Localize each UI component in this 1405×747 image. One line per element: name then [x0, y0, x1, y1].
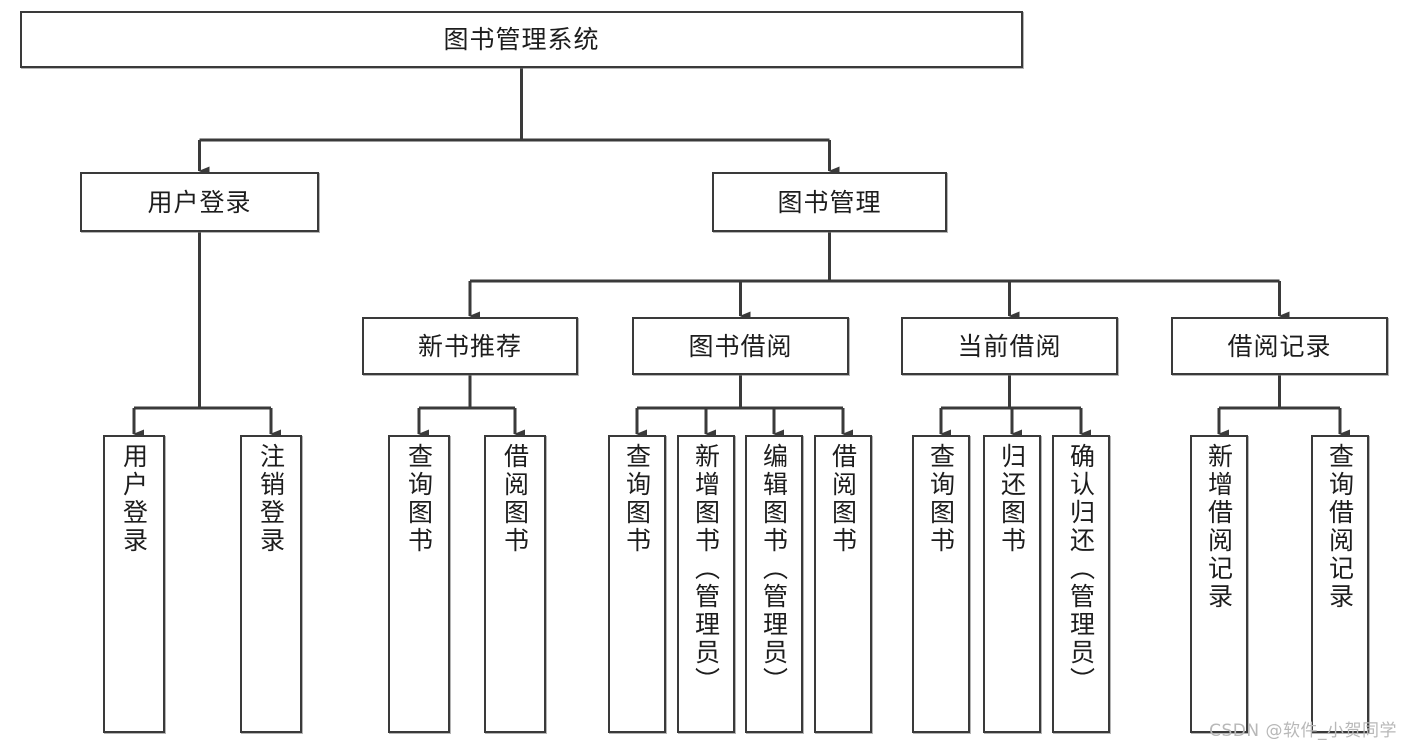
- node-leaf-user-login[interactable]: 用户登录: [103, 435, 165, 733]
- node-label: 查询借阅记录: [1325, 443, 1355, 611]
- node-leaf-confirm[interactable]: 确认归还（管理员）: [1052, 435, 1110, 733]
- node-label: 查询图书: [622, 443, 652, 555]
- node-label: 图书管理: [777, 187, 882, 217]
- node-leaf-query-rec[interactable]: 查询借阅记录: [1311, 435, 1369, 733]
- node-label: 归还图书: [997, 443, 1027, 555]
- node-leaf-add-rec[interactable]: 新增借阅记录: [1190, 435, 1248, 733]
- node-leaf-query-3[interactable]: 查询图书: [912, 435, 970, 733]
- node-leaf-query-2[interactable]: 查询图书: [608, 435, 666, 733]
- node-book-manage[interactable]: 图书管理: [712, 172, 947, 232]
- node-label: 新书推荐: [417, 331, 522, 361]
- csdn-watermark: CSDN @软件_小贺同学: [1209, 721, 1397, 741]
- node-label: 借阅记录: [1227, 331, 1332, 361]
- node-label: 图书借阅: [688, 331, 793, 361]
- node-current-borrow[interactable]: 当前借阅: [901, 317, 1118, 375]
- node-label: 当前借阅: [957, 331, 1062, 361]
- node-leaf-add-book[interactable]: 新增图书（管理员）: [677, 435, 735, 733]
- node-label: 图书管理系统: [443, 25, 600, 54]
- node-leaf-edit-book[interactable]: 编辑图书（管理员）: [745, 435, 803, 733]
- node-label: 编辑图书（管理员）: [759, 443, 789, 695]
- node-leaf-query-1[interactable]: 查询图书: [388, 435, 450, 733]
- node-label: 用户登录: [147, 187, 252, 217]
- node-label: 确认归还（管理员）: [1066, 443, 1096, 695]
- node-root[interactable]: 图书管理系统: [20, 11, 1023, 68]
- node-leaf-borrow-1[interactable]: 借阅图书: [484, 435, 546, 733]
- node-label: 查询图书: [926, 443, 956, 555]
- node-borrow-record[interactable]: 借阅记录: [1171, 317, 1388, 375]
- node-user-login[interactable]: 用户登录: [80, 172, 319, 232]
- node-label: 用户登录: [119, 443, 149, 555]
- node-new-book-rec[interactable]: 新书推荐: [362, 317, 578, 375]
- node-label: 借阅图书: [500, 443, 530, 555]
- node-label: 借阅图书: [828, 443, 858, 555]
- node-leaf-logout[interactable]: 注销登录: [240, 435, 302, 733]
- node-book-borrow[interactable]: 图书借阅: [632, 317, 849, 375]
- node-leaf-borrow-2[interactable]: 借阅图书: [814, 435, 872, 733]
- node-label: 注销登录: [256, 443, 286, 555]
- node-leaf-return[interactable]: 归还图书: [983, 435, 1041, 733]
- node-label: 查询图书: [404, 443, 434, 555]
- node-label: 新增借阅记录: [1204, 443, 1234, 611]
- node-label: 新增图书（管理员）: [691, 443, 721, 695]
